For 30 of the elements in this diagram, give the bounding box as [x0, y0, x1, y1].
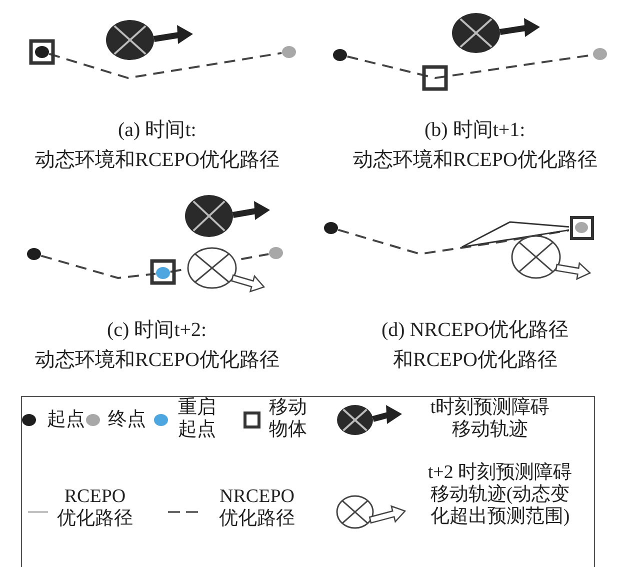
end-point	[593, 48, 607, 60]
end-point	[269, 247, 283, 259]
legend-text: t时刻预测障碍移动轨迹	[429, 397, 551, 441]
caption-text: 动态环境和RCEPO优化路径	[35, 148, 280, 172]
legend-text: 重启起点	[177, 397, 217, 441]
caption-text: 和RCEPO优化路径	[393, 348, 558, 372]
start-point	[333, 49, 347, 61]
dashed-path	[338, 228, 570, 256]
start-point	[35, 46, 49, 58]
caption-text: (c) 时间t+2:	[107, 318, 207, 342]
start-point	[324, 222, 338, 234]
start-point	[27, 248, 41, 260]
dashed-path	[40, 254, 156, 280]
legend-text: 终点	[107, 409, 147, 431]
caption-text: (b) 时间t+1:	[424, 118, 526, 142]
legend-text: NRCEPO优化路径	[218, 486, 296, 530]
moving-object-box	[570, 216, 594, 240]
caption-text: 动态环境和RCEPO优化路径	[353, 148, 598, 172]
legend-text: t+2 时刻预测障碍移动轨迹(动态变化超出预测范围)	[426, 462, 574, 528]
caption-text: (d) NRCEPO优化路径	[382, 318, 569, 342]
restart-point	[156, 267, 170, 279]
caption-text: 动态环境和RCEPO优化路径	[35, 348, 280, 372]
legend-text: 起点	[46, 409, 86, 431]
end-point	[282, 46, 296, 58]
solid-path	[462, 221, 570, 248]
legend-text: RCEPO优化路径	[56, 486, 134, 530]
caption-text: (a) 时间t:	[118, 118, 196, 142]
legend-text: 移动物体	[268, 397, 308, 441]
dashed-path	[48, 52, 282, 80]
solid-path	[462, 229, 570, 248]
